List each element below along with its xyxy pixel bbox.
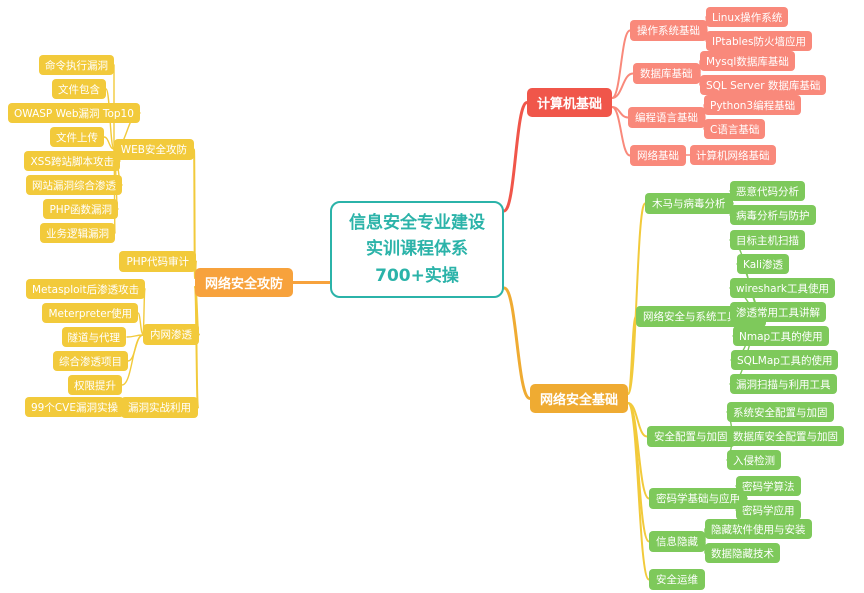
mindmap-node-mmyy[interactable]: 密码学应用 (736, 500, 801, 520)
mindmap-node-wlaqjc[interactable]: 网络安全基础 (530, 384, 629, 413)
mindmap-node-jsjwl[interactable]: 计算机网络基础 (690, 145, 776, 165)
mindmap-node-nwst[interactable]: 内网渗透 (143, 324, 199, 345)
mindmap-node-meter[interactable]: Meterpreter使用 (42, 303, 138, 323)
mindmap-root-node[interactable]: 信息安全专业建设 实训课程体系 700+实操 (330, 201, 504, 299)
connector-czxt (611, 29, 631, 99)
mindmap-node-web[interactable]: WEB安全攻防 (113, 139, 194, 160)
mindmap-node-aqyw[interactable]: 安全运维 (649, 569, 705, 590)
mindmap-node-mbzj[interactable]: 目标主机扫描 (730, 230, 805, 250)
connector-wlaqjc (502, 286, 532, 400)
mindmap-node-linux[interactable]: Linux操作系统 (706, 7, 789, 27)
mindmap-node-xtaq[interactable]: 系统安全配置与加固 (727, 402, 834, 422)
mindmap-node-mmx[interactable]: 密码学基础与应用 (649, 488, 747, 509)
root-title-line-3: 700+实操 (375, 265, 459, 286)
mindmap-node-zhst[interactable]: 综合渗透项目 (53, 351, 128, 371)
mindmap-node-sjk[interactable]: 数据库基础 (633, 63, 700, 84)
mindmap-node-wzld[interactable]: 网站漏洞综合渗透 (26, 175, 122, 195)
connector-aqyw (627, 402, 650, 581)
mindmap-node-nmap[interactable]: Nmap工具的使用 (733, 326, 829, 346)
mindmap-node-ycrj[interactable]: 隐藏软件使用与安装 (705, 519, 812, 539)
mindmap-node-ldsz[interactable]: 漏洞实战利用 (121, 397, 198, 418)
mindmap-node-owasp[interactable]: OWASP Web漏洞 Top10 (8, 103, 140, 123)
mindmap-node-czxt[interactable]: 操作系统基础 (630, 20, 707, 41)
mindmap-node-jsjjc[interactable]: 计算机基础 (527, 88, 613, 117)
mindmap-node-wjsc[interactable]: 文件上传 (50, 127, 104, 147)
connector-wjsc (103, 136, 115, 150)
mindmap-node-mmbd[interactable]: 木马与病毒分析 (645, 193, 733, 214)
mindmap-node-xxyc[interactable]: 信息隐藏 (649, 531, 705, 552)
mindmap-node-ldsm[interactable]: 漏洞扫描与利用工具 (730, 374, 837, 394)
mindmap-node-qxts[interactable]: 权限提升 (68, 375, 122, 395)
mindmap-node-mysql[interactable]: Mysql数据库基础 (700, 51, 795, 71)
mindmap-node-clang[interactable]: C语言基础 (704, 119, 766, 139)
mindmap-node-sddl[interactable]: 隧道与代理 (61, 327, 126, 347)
mindmap-node-sjyc[interactable]: 数据隐藏技术 (705, 543, 780, 563)
mindmap-node-python[interactable]: Python3编程基础 (704, 95, 802, 115)
mindmap-node-xss[interactable]: XSS跨站脚本攻击 (24, 151, 120, 171)
mindmap-node-phpsj[interactable]: PHP代码审计 (119, 251, 196, 272)
connector-jsjjc (502, 101, 529, 213)
mindmap-node-mlzx[interactable]: 命令执行漏洞 (39, 55, 114, 75)
root-title-line-2: 实训课程体系 (366, 239, 468, 260)
mindmap-node-aqpz[interactable]: 安全配置与加固 (647, 426, 735, 447)
root-title-line-1: 信息安全专业建设 (349, 213, 485, 233)
mindmap-node-stcy[interactable]: 渗透常用工具讲解 (730, 302, 826, 322)
mindmap-node-bcyy[interactable]: 编程语言基础 (628, 107, 705, 128)
mindmap-node-sqlserver[interactable]: SQL Server 数据库基础 (700, 75, 827, 95)
connector-qxts (121, 334, 144, 386)
mindmap-node-rqjc[interactable]: 入侵检测 (727, 450, 781, 470)
mindmap-node-wjbh[interactable]: 文件包含 (52, 79, 106, 99)
mindmap-node-mmsf[interactable]: 密码学算法 (736, 476, 801, 496)
mindmap-node-sjkaq[interactable]: 数据库安全配置与加固 (727, 426, 844, 446)
mindmap-node-iptables[interactable]: IPtables防火墙应用 (706, 31, 812, 51)
mindmap-node-phphs[interactable]: PHP函数漏洞 (43, 199, 118, 219)
mindmap-node-msf[interactable]: Metasploit后渗透攻击 (26, 279, 146, 299)
mindmap-node-eydm[interactable]: 恶意代码分析 (730, 181, 805, 201)
mindmap-node-cve[interactable]: 99个CVE漏洞实操 (24, 397, 124, 417)
mindmap-node-ywlj[interactable]: 业务逻辑漏洞 (40, 223, 115, 243)
mindmap-node-wljc[interactable]: 网络基础 (630, 145, 686, 166)
connector-meter (137, 312, 144, 335)
connector-gjsy (627, 315, 637, 395)
connector-sjk (611, 72, 634, 99)
mindmap-node-wireshark[interactable]: wireshark工具使用 (730, 278, 836, 298)
connector-wljc (611, 106, 631, 157)
mindmap-node-kali[interactable]: Kali渗透 (737, 254, 789, 274)
mindmap-node-bdfx[interactable]: 病毒分析与防护 (730, 205, 816, 225)
mindmap-node-sqlmap[interactable]: SQLMap工具的使用 (731, 350, 839, 370)
mindmap-node-wlaqgf[interactable]: 网络安全攻防 (194, 268, 293, 297)
